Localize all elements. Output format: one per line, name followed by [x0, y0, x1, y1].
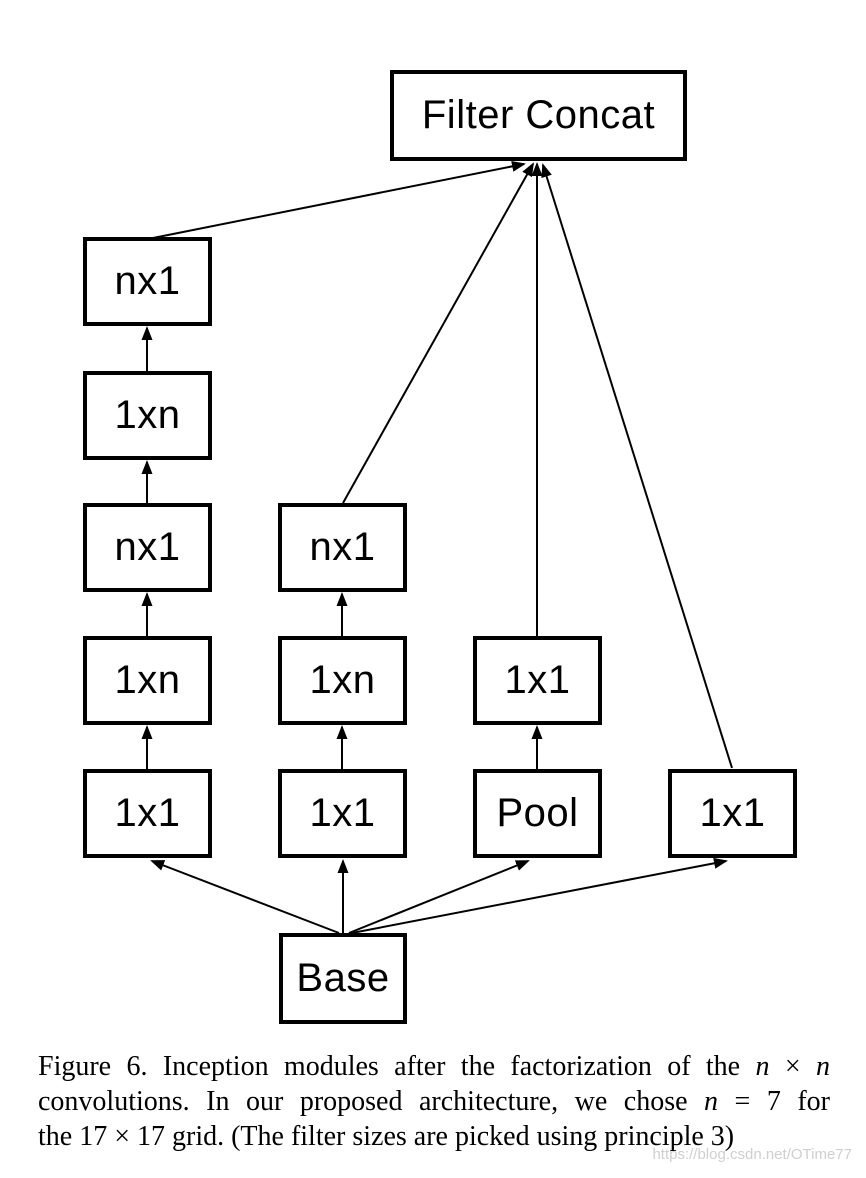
node-branch1-1xn-lower: 1xn [83, 636, 212, 725]
node-filter-concat: Filter Concat [390, 70, 687, 161]
edge-base-to-b3 [348, 860, 530, 934]
node-branch1-1xn-upper: 1xn [83, 371, 212, 460]
edge-b2-to-concat [342, 162, 534, 504]
node-label: 1x1 [309, 791, 376, 835]
node-label: 1xn [309, 658, 376, 702]
times-operator: × [769, 1051, 816, 1082]
node-branch2-1x1: 1x1 [278, 769, 407, 858]
node-label: nx1 [114, 525, 181, 569]
watermark-text: https://blog.csdn.net/OTime77 [652, 1146, 852, 1163]
edge-b1-to-concat [152, 160, 526, 239]
math-n: n [816, 1051, 830, 1082]
node-label: nx1 [114, 259, 181, 303]
node-branch3-1x1: 1x1 [473, 636, 602, 725]
math-n: n [755, 1051, 770, 1082]
node-branch1-1x1: 1x1 [83, 769, 212, 858]
caption-line-2: convolutions. In our proposed architectu… [38, 1084, 830, 1119]
caption-line-3: the 17 × 17 grid. (The filter sizes are … [38, 1121, 735, 1152]
node-label: 1x1 [699, 791, 766, 835]
node-label: 1x1 [114, 791, 181, 835]
edge-base-to-b1 [150, 860, 340, 934]
caption-line-1: Figure 6. Inception modules after the fa… [38, 1049, 830, 1084]
node-label: Base [296, 956, 390, 1000]
node-label: 1xn [114, 393, 181, 437]
node-branch2-nx1: nx1 [278, 503, 407, 592]
math-n: n [704, 1086, 719, 1117]
caption-text: convolutions. In our proposed architectu… [38, 1086, 705, 1117]
edge-base-to-b4 [351, 857, 728, 934]
node-label: Filter Concat [421, 93, 656, 137]
node-label: Pool [496, 791, 579, 835]
caption-text: Figure 6. Inception modules after the fa… [38, 1051, 756, 1082]
node-label: nx1 [309, 525, 376, 569]
node-branch1-nx1-lower: nx1 [83, 503, 212, 592]
caption-text: = 7 for [718, 1086, 830, 1117]
node-branch3-pool: Pool [473, 769, 602, 858]
figure-caption: Figure 6. Inception modules after the fa… [38, 1049, 830, 1154]
node-label: 1x1 [504, 658, 571, 702]
node-label: 1xn [114, 658, 181, 702]
node-branch1-nx1-upper: nx1 [83, 237, 212, 326]
node-branch2-1xn: 1xn [278, 636, 407, 725]
node-branch4-1x1: 1x1 [668, 769, 797, 858]
node-base: Base [279, 933, 407, 1024]
